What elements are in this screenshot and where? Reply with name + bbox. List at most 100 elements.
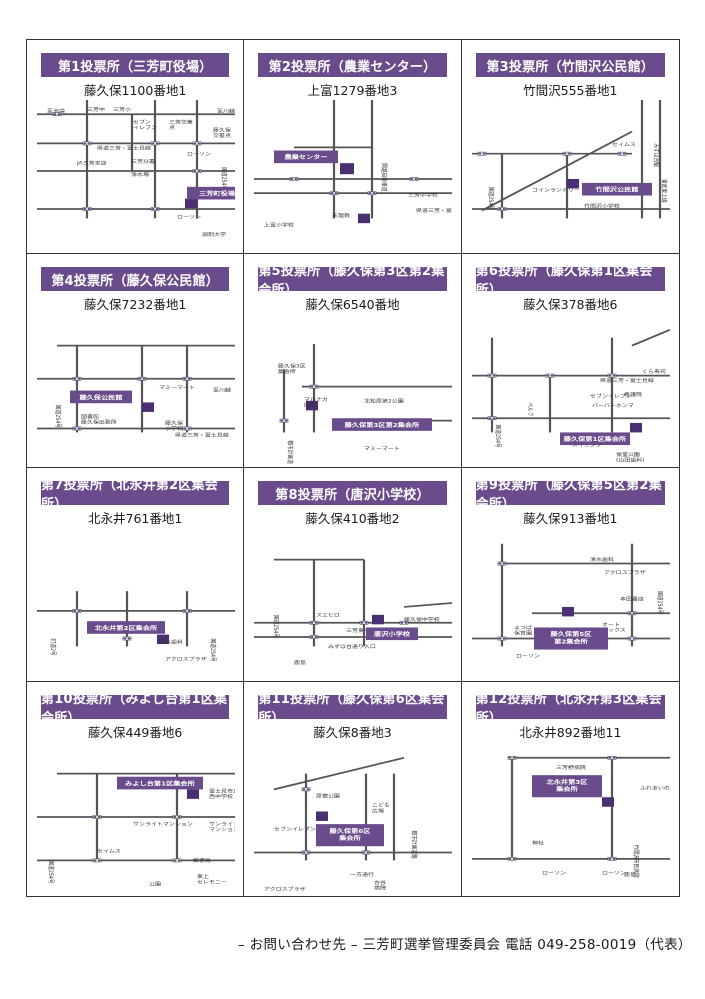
map-label: 鹿島 — [624, 871, 637, 878]
map-label: 竹間沢小学校 — [584, 202, 621, 209]
traffic-signal-icon — [362, 850, 371, 855]
svg-text:藤久保第3区第2集会所: 藤久保第3区第2集会所 — [344, 421, 420, 429]
target-building-marker — [306, 400, 319, 411]
map-label: アクロスプラザ — [604, 569, 646, 575]
map-label: アクロスプラザ — [165, 656, 207, 662]
map-label: 保里公園(山田歯科) — [616, 451, 645, 464]
map-label: 郵便局 — [193, 857, 211, 864]
traffic-signal-icon — [182, 376, 192, 381]
map-label: 三芳分署 — [131, 158, 156, 165]
map-label: セブンイレブン — [133, 118, 157, 131]
station-title: 第5投票所（藤久保第3区第2集会所） — [258, 264, 447, 298]
traffic-signal-icon — [150, 141, 160, 146]
map-label: 調剤大学 — [202, 231, 227, 238]
map-label: みずほ台駅 — [651, 143, 660, 167]
station-title: 第9投票所（藤久保第5区第2集会所） — [475, 478, 665, 512]
traffic-signal-icon — [627, 611, 636, 616]
station-title: 第6投票所（藤久保第1区集会所） — [475, 264, 665, 298]
map-label: こども広場 — [372, 801, 390, 814]
map-label: ローソン — [542, 871, 566, 876]
station-title: 第3投票所（竹間沢公民館） — [475, 53, 665, 77]
map-label: ふれあいの森 — [640, 784, 670, 791]
svg-text:藤久保公民館: 藤久保公民館 — [78, 393, 123, 401]
station-title: 第10投票所（みよし台第1区集会所） — [41, 692, 230, 726]
target-location-label: 唐沢小学校 — [366, 627, 419, 641]
map-label: 都市計画道路 — [286, 440, 295, 464]
map-label: 都市計画道路 — [410, 830, 419, 859]
traffic-signal-icon — [330, 191, 339, 195]
target-location-label: 藤久保第3区第2集会所 — [332, 418, 433, 431]
map-label: コインランドリー — [532, 187, 580, 193]
traffic-signal-icon — [52, 112, 62, 117]
map-label: 国道254号 — [54, 405, 63, 429]
map-label: 看護院 — [624, 391, 643, 398]
target-building-marker — [566, 178, 579, 189]
map-label: JA三芳支店 — [76, 159, 107, 166]
traffic-signal-icon — [310, 384, 319, 389]
map-label: 竹間沢市民病院 — [631, 845, 640, 879]
map-label: 清水歯科 — [590, 556, 615, 563]
map-label: アクロスプラザ — [264, 886, 306, 892]
traffic-signal-icon — [607, 755, 616, 760]
target-building-marker — [142, 402, 154, 412]
target-location-label: 竹間沢公民館 — [581, 182, 652, 196]
station-map: 藤久保3区集会所マルナカ団地北松原第2公園都市計画道路マミーマート藤久保第3区第… — [278, 344, 453, 464]
station-map: 国道254号スエヒロ三芳東中学校藤久保中学校みずほ台通り入口鹿島唐沢小学校 — [254, 558, 453, 666]
target-building-marker — [157, 634, 169, 645]
target-location-label: 三芳町役場 — [187, 186, 235, 200]
station-map: 町道2号清水歯科国道254号アクロスプラザ北永井第2区集会所 — [37, 591, 235, 662]
target-location-label: 農業センター — [274, 150, 339, 164]
map-label: 三芳中学校 — [408, 191, 439, 198]
map-label: ローソン — [516, 654, 540, 659]
map-label: ローソン — [177, 215, 201, 220]
traffic-signal-icon — [545, 373, 554, 378]
target-location-label: 北永井第3区集会所 — [531, 775, 602, 798]
map-label: 三芳野病院 — [556, 764, 587, 771]
map-label: 県道三芳・富士見線 — [416, 207, 452, 214]
svg-text:藤久保第1区集会所: 藤久保第1区集会所 — [562, 435, 626, 443]
target-building-marker — [372, 614, 385, 625]
road-line — [274, 756, 405, 791]
traffic-signal-icon — [607, 373, 616, 378]
map-label: ベルク — [525, 402, 533, 416]
traffic-signal-icon — [182, 426, 192, 431]
traffic-signal-icon — [122, 636, 132, 641]
station-title: 第7投票所（北永井第2区集会所） — [41, 478, 230, 512]
map-label: 東上セレモニー — [197, 873, 227, 886]
map-label: 国道254号 — [486, 187, 495, 211]
map-label: くら寿司 — [642, 368, 666, 375]
station-address: 上富1279番地3 — [307, 83, 398, 98]
map-label: 関越自動車道 — [380, 163, 389, 192]
map-label: ローソン — [187, 152, 211, 157]
station-map: 三芳中三芳小セブンイレブン三芳交差点ローソンJA三芳支店三芳分署浄水場藤久保交差… — [37, 100, 235, 238]
map-label: 公園 — [149, 881, 161, 887]
traffic-signal-icon — [182, 609, 192, 613]
station-map: 清水歯科アクロスプラザ国道254号本田書店オートバックスよつば保育園ローソン藤久… — [471, 543, 670, 659]
map-label: 清水歯科 — [159, 638, 184, 645]
target-building-marker — [187, 789, 199, 799]
station-map: 富士見市立西中学校サンライトマンションサンライトマンションセイムス郵便局東上セレ… — [37, 772, 235, 887]
traffic-signal-icon — [72, 426, 82, 431]
map-label: 町道2号 — [49, 639, 58, 657]
svg-text:北永井第2区集会所: 北永井第2区集会所 — [95, 624, 158, 632]
map-label: 本田書店 — [620, 595, 645, 602]
svg-text:唐沢小学校: 唐沢小学校 — [374, 630, 410, 638]
traffic-signal-icon — [172, 858, 182, 863]
map-label: ローソン — [602, 871, 626, 876]
target-location-label: みよし台第1区集会所 — [117, 776, 203, 790]
road-line — [404, 602, 453, 608]
map-label: 藤久保3区集会所 — [278, 362, 306, 375]
map-label: 至川越 — [217, 107, 235, 114]
map-label: サンライトマンション — [209, 821, 235, 833]
traffic-signal-icon — [627, 636, 636, 641]
map-label: 県道三芳・富士見線 — [97, 144, 152, 151]
traffic-signal-icon — [72, 609, 82, 613]
traffic-signal-icon — [192, 141, 202, 146]
target-building-marker — [185, 198, 197, 209]
traffic-signal-icon — [487, 416, 496, 421]
